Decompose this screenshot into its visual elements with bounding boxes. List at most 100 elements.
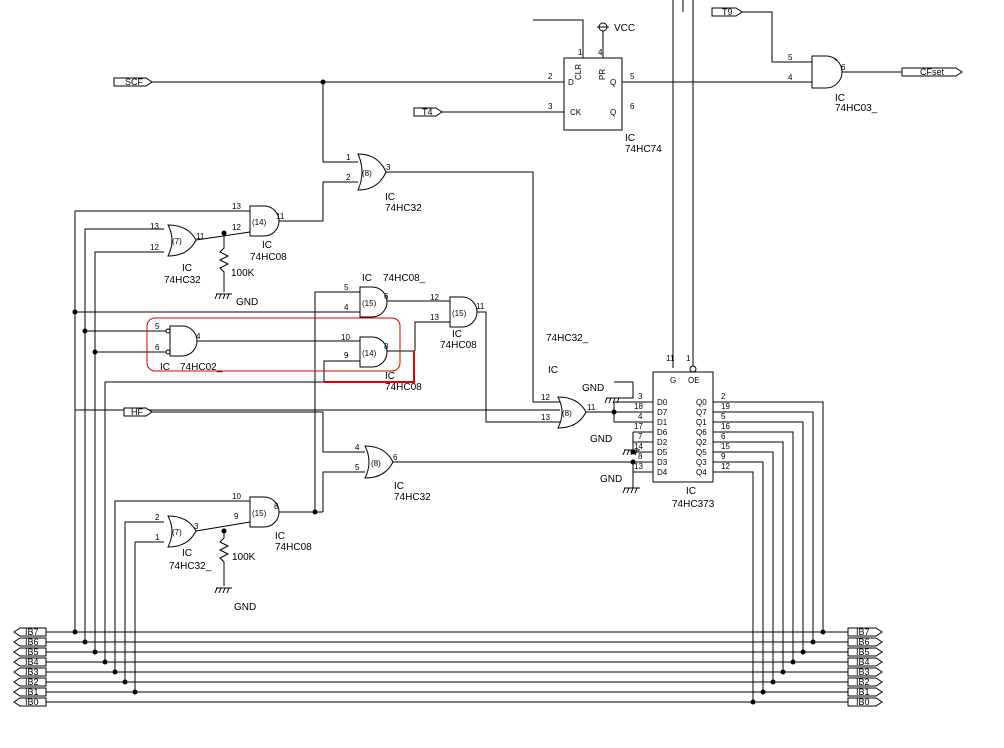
svg-text:PR: PR (598, 69, 607, 80)
svg-text:8: 8 (638, 452, 643, 461)
svg-text:Q: Q (610, 108, 616, 117)
top-wires (152, 0, 902, 403)
svg-text:13: 13 (541, 413, 550, 422)
svg-text:74HC08: 74HC08 (250, 252, 287, 263)
svg-text:11: 11 (276, 212, 285, 221)
svg-text:10: 10 (232, 492, 241, 501)
svg-text:IC: IC (182, 548, 192, 559)
svg-text:13: 13 (634, 462, 643, 471)
bus-port-right: IB2 (847, 677, 883, 687)
svg-text:IB1: IB1 (25, 687, 39, 697)
svg-text:3: 3 (548, 102, 553, 111)
svg-text:IB0: IB0 (856, 697, 870, 707)
highlight-box (146, 317, 401, 372)
svg-text:3: 3 (386, 163, 391, 172)
svg-text:5: 5 (788, 53, 793, 62)
svg-text:13: 13 (150, 222, 159, 231)
gate-or-top: (8) 1 2 3 IC 74HC32 (346, 153, 422, 214)
gate-or-j: (7) 2 1 3 IC 74HC32_ (155, 513, 212, 572)
svg-text:IB3: IB3 (856, 667, 870, 677)
svg-text:IB2: IB2 (25, 677, 39, 687)
svg-text:Q4: Q4 (696, 468, 707, 477)
svg-text:7: 7 (638, 432, 643, 441)
svg-text:(8): (8) (362, 169, 372, 178)
svg-text:D6: D6 (657, 428, 668, 437)
gnd-symbol: GND (590, 434, 640, 456)
gnd-symbol: GND (582, 383, 620, 404)
svg-text:74HC74: 74HC74 (625, 144, 662, 155)
svg-text:Q3: Q3 (696, 458, 707, 467)
svg-text:D: D (568, 78, 574, 87)
svg-text:4: 4 (788, 73, 793, 82)
svg-text:IC: IC (385, 371, 395, 382)
svg-text:IC: IC (686, 486, 696, 497)
bus-lines (46, 631, 848, 703)
svg-text:(14): (14) (252, 218, 267, 227)
svg-text:74HC32_: 74HC32_ (546, 333, 589, 344)
svg-text:OE: OE (688, 376, 700, 385)
svg-text:13: 13 (430, 313, 439, 322)
svg-text:IC: IC (548, 365, 558, 376)
svg-text:1: 1 (346, 153, 351, 162)
svg-text:GND: GND (236, 297, 258, 308)
bus-port-left: IB5 (13, 647, 47, 657)
svg-text:IB6: IB6 (25, 637, 39, 647)
svg-text:8: 8 (274, 502, 279, 511)
svg-text:Q0: Q0 (696, 398, 707, 407)
bus-port-left: IB1 (13, 687, 47, 697)
port-t4: T4 (413, 107, 443, 117)
gate-or-g: (8) 12 13 11 IC 74HC32_ (541, 333, 596, 429)
svg-text:12: 12 (541, 393, 550, 402)
svg-text:12: 12 (430, 293, 439, 302)
svg-text:1: 1 (578, 48, 583, 57)
svg-text:D3: D3 (657, 458, 668, 467)
svg-text:1: 1 (155, 533, 160, 542)
svg-text:15: 15 (721, 442, 730, 451)
svg-text:(8): (8) (371, 459, 381, 468)
port-scf: SCF (113, 77, 153, 87)
svg-text:IC: IC (262, 240, 272, 251)
svg-text:4: 4 (196, 332, 201, 341)
gate-74hc03: 5 4 6 * IC 74HC03_ (788, 53, 878, 114)
svg-text:9: 9 (234, 512, 239, 521)
bus-port-right: IB1 (847, 687, 883, 697)
tap-junctions-right (750, 629, 826, 705)
svg-text:5: 5 (155, 322, 160, 331)
svg-text:D5: D5 (657, 448, 668, 457)
svg-text:5: 5 (721, 412, 726, 421)
svg-text:IB7: IB7 (856, 627, 870, 637)
bus-port-left: IB3 (13, 667, 47, 677)
svg-text:(7): (7) (172, 528, 182, 537)
svg-text:CFset: CFset (920, 67, 945, 77)
bus-port-right: IB6 (847, 637, 883, 647)
svg-text:2: 2 (548, 72, 553, 81)
svg-text:IB2: IB2 (856, 677, 870, 687)
bus-port-right: IB0 (847, 697, 883, 707)
highlight-wire (324, 351, 415, 383)
svg-text:GND: GND (234, 602, 256, 613)
svg-text:Q1: Q1 (696, 418, 707, 427)
svg-text:74HC32: 74HC32 (164, 275, 201, 286)
svg-text:IB4: IB4 (856, 657, 870, 667)
svg-text:IC: IC (452, 329, 462, 340)
svg-text:SCF: SCF (125, 77, 144, 87)
svg-text:6: 6 (384, 292, 389, 301)
svg-text:GND: GND (590, 434, 612, 445)
svg-text:D1: D1 (657, 418, 668, 427)
gate-nor-e: 5 6 4 IC 74HC02_ (155, 322, 223, 373)
svg-text:IC: IC (182, 263, 192, 274)
bus-port-left: IB0 (13, 697, 47, 707)
svg-text:4: 4 (344, 303, 349, 312)
svg-text:100K: 100K (231, 268, 255, 279)
port-hf: HF (123, 407, 153, 417)
svg-text:GND: GND (582, 383, 604, 394)
svg-text:IB5: IB5 (25, 647, 39, 657)
bus-port-right: IB4 (847, 657, 883, 667)
resistor-r2: 100K (218, 531, 256, 586)
svg-text:T4: T4 (422, 107, 433, 117)
svg-text:D4: D4 (657, 468, 668, 477)
svg-text:11: 11 (196, 232, 205, 241)
svg-text:9: 9 (344, 351, 349, 360)
bus-port-left: IB7 (13, 627, 47, 637)
bus-port-left: IB2 (13, 677, 47, 687)
